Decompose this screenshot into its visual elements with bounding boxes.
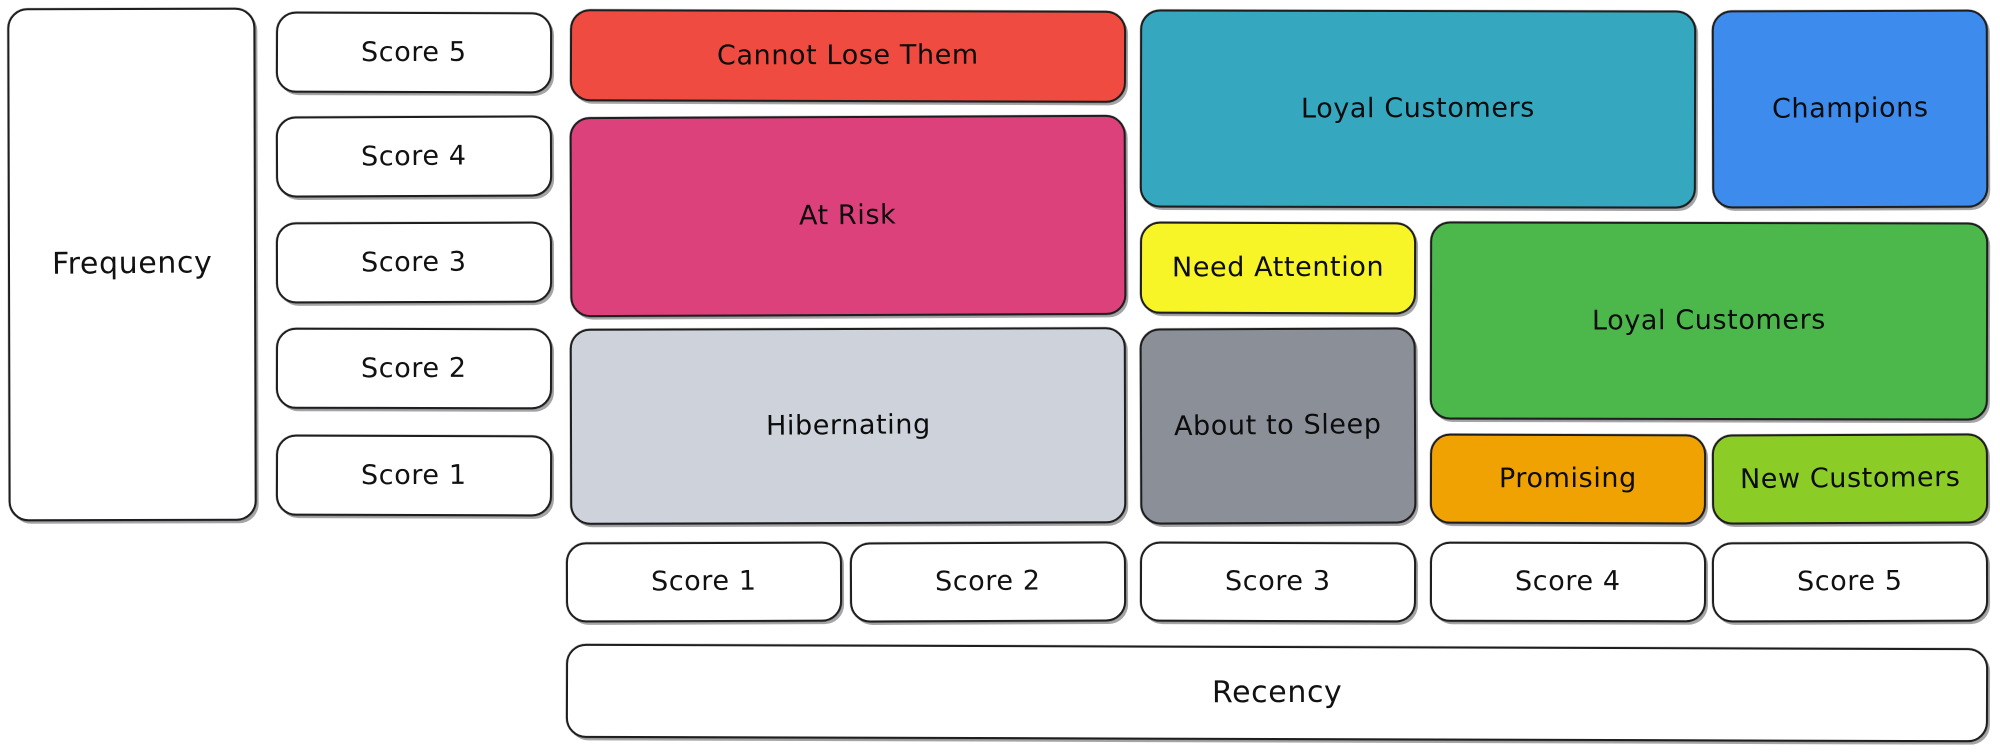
- segment-cannot-lose-them-label: Cannot Lose Them: [717, 40, 979, 72]
- frequency-score-3-label: Score 3: [361, 246, 467, 279]
- segment-cannot-lose-them[interactable]: Cannot Lose Them: [569, 9, 1127, 103]
- segment-promising[interactable]: Promising: [1429, 433, 1707, 525]
- recency-score-2-label: Score 2: [935, 565, 1041, 599]
- frequency-score-5-label: Score 5: [361, 36, 467, 69]
- recency-score-4-label: Score 4: [1515, 566, 1621, 598]
- segment-champions-label: Champions: [1771, 92, 1929, 126]
- segment-loyal-customers-teal[interactable]: Loyal Customers: [1139, 9, 1697, 209]
- segment-about-to-sleep[interactable]: About to Sleep: [1139, 327, 1417, 525]
- segment-new-customers[interactable]: New Customers: [1711, 433, 1989, 525]
- recency-score-4[interactable]: Score 4: [1429, 541, 1707, 623]
- segment-loyal-customers-green-label: Loyal Customers: [1591, 304, 1827, 337]
- segment-champions[interactable]: Champions: [1711, 9, 1989, 209]
- frequency-axis-text: Frequency: [51, 245, 213, 282]
- frequency-score-4[interactable]: Score 4: [275, 115, 553, 198]
- recency-score-5-label: Score 5: [1797, 565, 1903, 598]
- recency-score-5[interactable]: Score 5: [1711, 541, 1989, 623]
- segment-new-customers-label: New Customers: [1739, 462, 1961, 496]
- segment-need-attention[interactable]: Need Attention: [1139, 221, 1417, 315]
- recency-score-3-label: Score 3: [1225, 566, 1331, 598]
- recency-score-1-label: Score 1: [651, 565, 757, 598]
- segment-loyal-customers-teal-label: Loyal Customers: [1300, 92, 1536, 125]
- frequency-score-2-label: Score 2: [361, 352, 467, 385]
- segment-at-risk-label: At Risk: [799, 199, 897, 232]
- segment-need-attention-label: Need Attention: [1171, 252, 1385, 284]
- frequency-score-2[interactable]: Score 2: [275, 327, 553, 410]
- frequency-score-1[interactable]: Score 1: [275, 434, 553, 517]
- segment-hibernating-label: Hibernating: [765, 409, 931, 443]
- recency-axis-label: Recency: [565, 643, 1989, 743]
- frequency-axis-label: Frequency: [7, 7, 257, 522]
- segment-about-to-sleep-label: About to Sleep: [1174, 409, 1382, 443]
- recency-axis-text: Recency: [1211, 674, 1343, 710]
- frequency-score-1-label: Score 1: [361, 459, 467, 492]
- segment-at-risk[interactable]: At Risk: [569, 114, 1127, 318]
- frequency-score-3[interactable]: Score 3: [275, 221, 553, 304]
- frequency-score-4-label: Score 4: [361, 140, 467, 173]
- segment-promising-label: Promising: [1499, 463, 1637, 495]
- recency-score-3[interactable]: Score 3: [1139, 541, 1417, 623]
- recency-score-2[interactable]: Score 2: [849, 541, 1127, 623]
- recency-score-1[interactable]: Score 1: [565, 541, 843, 623]
- segment-hibernating[interactable]: Hibernating: [569, 327, 1127, 525]
- frequency-score-5[interactable]: Score 5: [275, 11, 553, 94]
- segment-loyal-customers-green[interactable]: Loyal Customers: [1429, 221, 1989, 421]
